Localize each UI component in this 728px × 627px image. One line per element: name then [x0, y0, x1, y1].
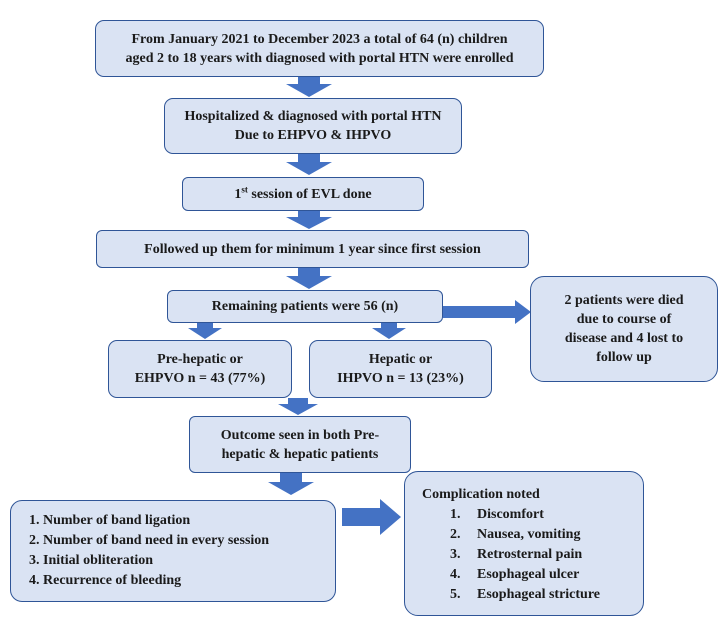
- down-arrow-1: [286, 77, 332, 97]
- prehepatic-box: Pre-hepatic or EHPVO n = 43 (77%): [108, 340, 292, 398]
- down-arrow-3: [286, 211, 332, 229]
- complication-number: 1.: [450, 507, 461, 522]
- excluded-box: 2 patients were died due to course of di…: [530, 276, 718, 382]
- outcome-box: Outcome seen in both Pre- hepatic & hepa…: [189, 416, 411, 473]
- prehepatic-line-2: EHPVO n = 43 (77%): [134, 371, 266, 386]
- complication-number: 4.: [450, 567, 461, 582]
- complication-label: Nausea, vomiting: [477, 527, 581, 542]
- complication-item: 3. Retrosternal pain: [422, 545, 582, 565]
- enrollment-line-2: aged 2 to 18 years with diagnosed with p…: [125, 50, 514, 66]
- excluded-line-2: due to course of: [576, 312, 672, 327]
- outcome-measure-item: 4. Recurrence of bleeding: [29, 573, 182, 588]
- hospitalized-line-1: Hospitalized & diagnosed with portal HTN: [184, 109, 442, 124]
- complication-item: 1. Discomfort: [422, 505, 544, 525]
- first-session-ordinal: 1: [234, 186, 242, 202]
- complication-number: 3.: [450, 547, 461, 562]
- hospitalized-box: Hospitalized & diagnosed with portal HTN…: [164, 98, 462, 154]
- remaining-box: Remaining patients were 56 (n): [167, 290, 443, 323]
- remaining-text: Remaining patients were 56 (n): [211, 299, 399, 314]
- followup-box: Followed up them for minimum 1 year sinc…: [96, 230, 529, 268]
- right-arrow-excluded: [443, 300, 531, 324]
- first-session-text: 1st session of EVL done: [234, 183, 372, 204]
- complication-item: 2. Nausea, vomiting: [422, 525, 580, 545]
- first-session-superscript: st: [241, 183, 248, 194]
- outcome-measure-item: 3. Initial obliteration: [29, 553, 154, 568]
- enrollment-line-1: From January 2021 to December 2023 a tot…: [131, 31, 508, 47]
- complications-title: Complication noted: [422, 487, 540, 502]
- hepatic-line-1: Hepatic or: [368, 352, 433, 367]
- outcome-line-1: Outcome seen in both Pre-: [220, 427, 380, 443]
- hepatic-box: Hepatic or IHPVO n = 13 (23%): [309, 340, 492, 398]
- complication-item: 5. Esophageal stricture: [422, 585, 600, 605]
- first-session-box: 1st session of EVL done: [182, 177, 424, 211]
- down-arrow-2: [286, 154, 332, 175]
- followup-text: Followed up them for minimum 1 year sinc…: [144, 241, 481, 257]
- complications-box: Complication noted 1. Discomfort 2. Nausea…: [404, 471, 644, 616]
- down-arrow-6: [268, 473, 314, 495]
- hepatic-line-2: IHPVO n = 13 (23%): [337, 371, 464, 386]
- complication-label: Esophageal ulcer: [477, 567, 580, 582]
- hospitalized-line-2: Due to EHPVO & IHPVO: [234, 128, 392, 143]
- excluded-line-3: disease and 4 lost to: [564, 331, 684, 346]
- complication-label: Retrosternal pain: [477, 547, 583, 562]
- outcome-line-2: hepatic & hepatic patients: [221, 446, 379, 462]
- right-arrow-complications: [342, 499, 401, 535]
- excluded-line-1: 2 patients were died: [564, 293, 684, 308]
- down-arrow-hepatic: [372, 323, 406, 339]
- complication-number: 2.: [450, 527, 461, 542]
- outcome-measure-item: 2. Number of band need in every session: [29, 533, 270, 548]
- enrollment-box: From January 2021 to December 2023 a tot…: [95, 20, 544, 77]
- first-session-rest: session of EVL done: [247, 186, 372, 202]
- outcome-measures-box: 1. Number of band ligation 2. Number of …: [10, 500, 336, 602]
- complication-number: 5.: [450, 587, 461, 602]
- complication-label: Discomfort: [477, 507, 544, 522]
- complication-item: 4. Esophageal ulcer: [422, 565, 579, 585]
- outcome-measure-item: 1. Number of band ligation: [29, 513, 191, 528]
- excluded-line-4: follow up: [596, 350, 652, 365]
- down-arrow-4: [286, 268, 332, 289]
- prehepatic-line-1: Pre-hepatic or: [157, 352, 243, 367]
- complication-label: Esophageal stricture: [477, 587, 601, 602]
- down-arrow-prehepatic: [188, 323, 222, 339]
- down-arrow-5: [278, 398, 318, 415]
